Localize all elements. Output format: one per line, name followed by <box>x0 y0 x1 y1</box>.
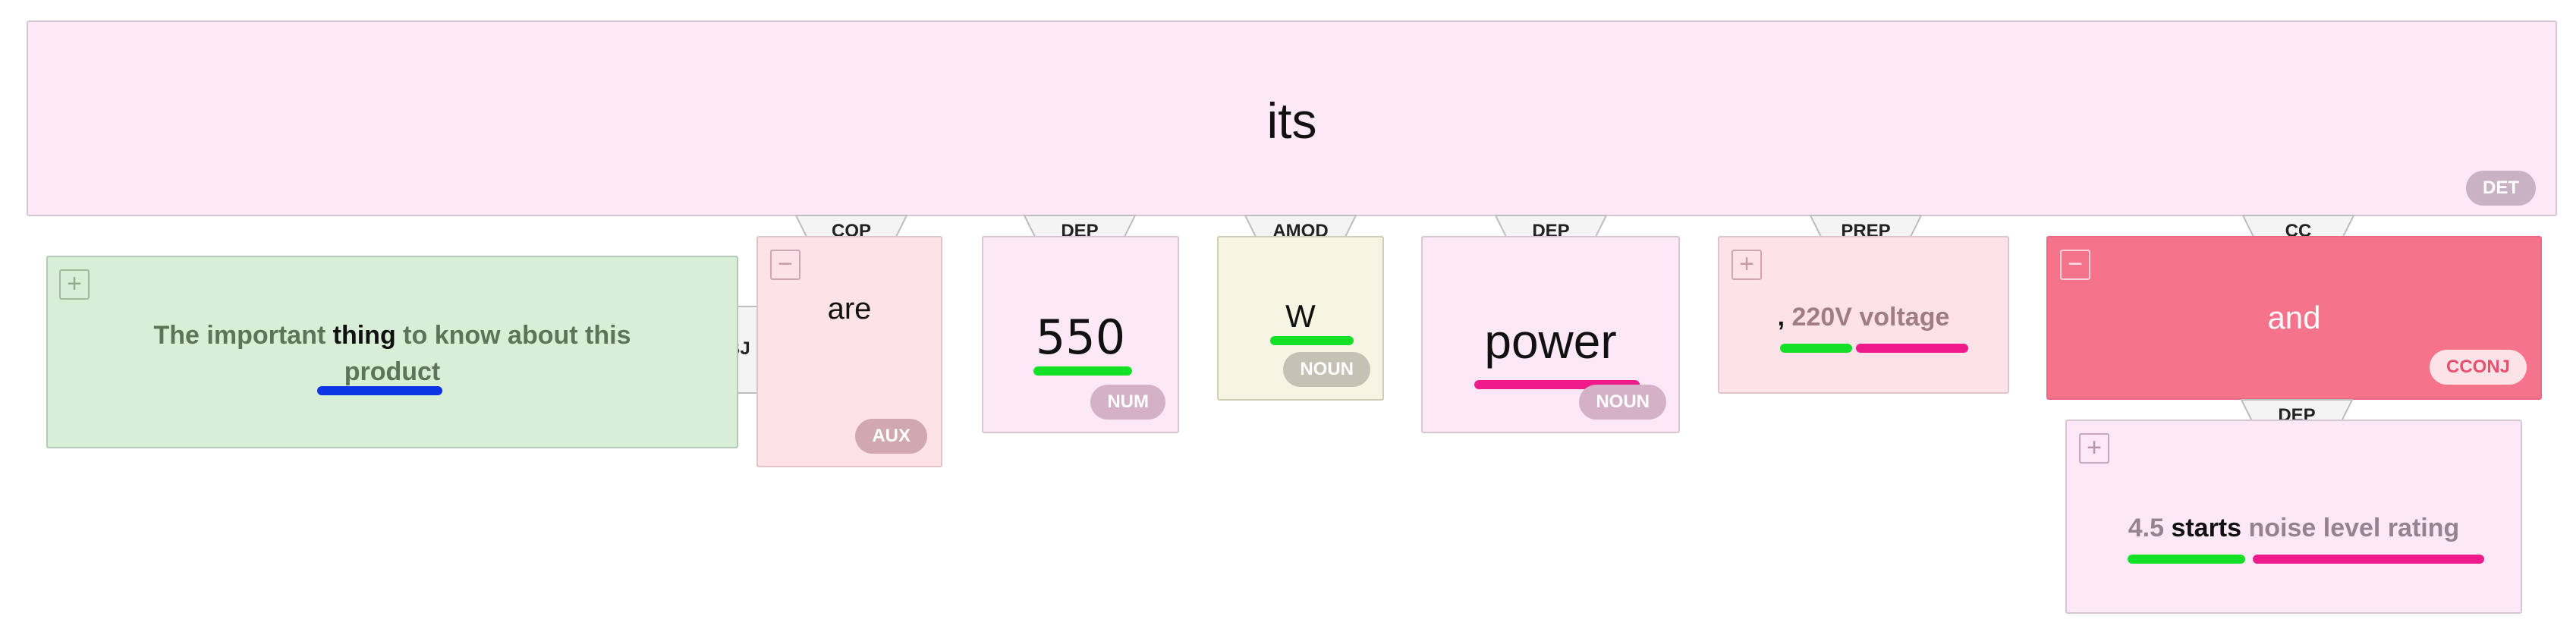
pos-tag-noun-w: NOUN <box>1283 352 1370 387</box>
nsubj-text-after: to know about this <box>403 321 631 350</box>
root-word: its <box>1266 93 1317 149</box>
pos-tag-det: DET <box>2466 171 2536 206</box>
expand-button-dep-rating[interactable]: + <box>2079 433 2109 464</box>
node-prep: + , 220V voltage <box>1718 236 2009 394</box>
underline-green-220v <box>1780 344 1852 353</box>
cc-word: and <box>2267 300 2321 335</box>
amod-word: W <box>1285 298 1316 334</box>
pos-tag-cconj: CCONJ <box>2429 350 2527 385</box>
expand-button-nsubj[interactable]: + <box>59 269 90 300</box>
nsubj-phrase-line2: product <box>344 357 441 386</box>
dep-rating-head-word: starts <box>2171 514 2242 542</box>
underline-green-550 <box>1033 366 1132 376</box>
dep-power-word: power <box>1484 314 1617 369</box>
dep-rating-text-before: 4.5 <box>2128 514 2164 542</box>
collapse-button-cop[interactable]: − <box>770 250 800 280</box>
underline-blue-product <box>317 386 442 395</box>
node-dep-power: power NOUN <box>1421 236 1680 433</box>
node-cop: − are AUX <box>756 236 942 467</box>
expand-button-prep[interactable]: + <box>1731 250 1762 280</box>
nsubj-phrase-line1: The important thing to know about this <box>48 318 737 353</box>
dep-rating-text-after: noise level rating <box>2248 514 2460 542</box>
node-amod: W NOUN <box>1217 236 1384 401</box>
underline-green-w <box>1270 336 1354 345</box>
node-cc: − and CCONJ <box>2046 236 2542 400</box>
collapse-button-cc[interactable]: − <box>2060 250 2090 280</box>
node-nsubj: + The important thing to know about this… <box>46 256 738 448</box>
underline-pink-voltage <box>1856 344 1968 353</box>
node-dep-rating: + 4.5 starts noise level rating <box>2065 420 2522 614</box>
root-node: its DET <box>27 20 2557 216</box>
prep-text: 220V voltage <box>1791 303 1950 332</box>
underline-green-4-5-starts <box>2128 555 2245 564</box>
nsubj-text-before: The important <box>153 321 326 350</box>
underline-pink-noise-level-rating <box>2253 555 2484 564</box>
pos-tag-aux: AUX <box>855 419 927 454</box>
cop-word: are <box>827 292 872 325</box>
dep-rating-phrase: 4.5 starts noise level rating <box>2067 511 2521 545</box>
pos-tag-num: NUM <box>1090 385 1165 420</box>
prep-phrase: , 220V voltage <box>1719 300 2008 335</box>
dep-550-word: 550 <box>1035 310 1126 365</box>
nsubj-head-word: thing <box>332 321 396 350</box>
pos-tag-noun-power: NOUN <box>1579 385 1666 420</box>
prep-comma: , <box>1777 303 1785 332</box>
node-dep-550: 550 NUM <box>982 236 1179 433</box>
